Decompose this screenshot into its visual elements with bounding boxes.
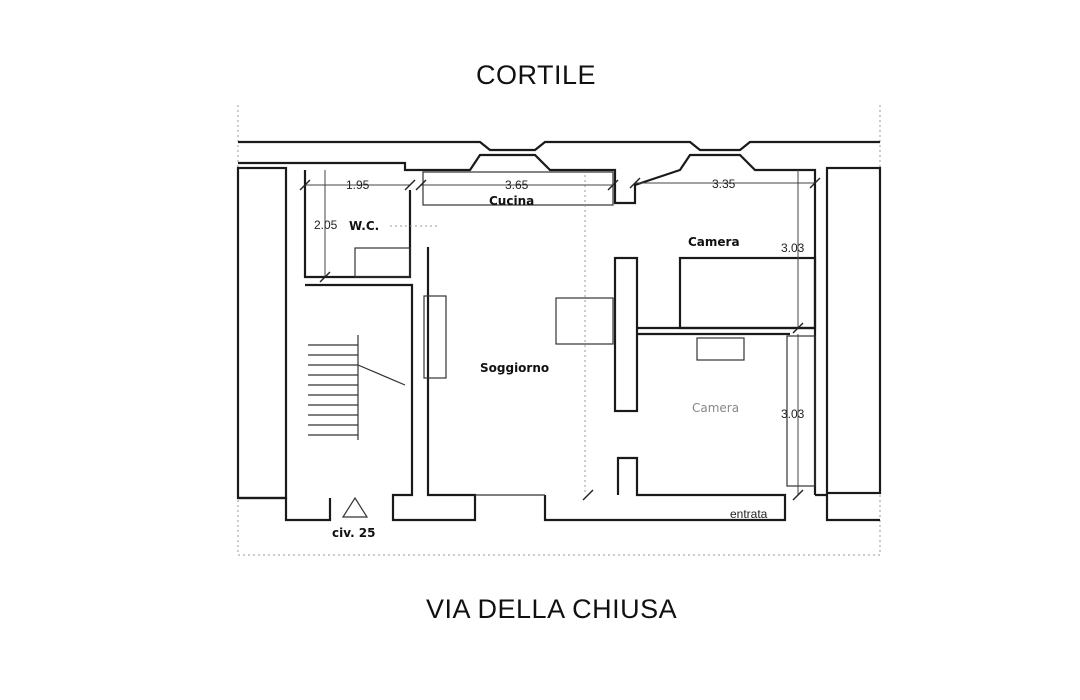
top-wall-outer bbox=[238, 140, 880, 152]
bedroom-desk bbox=[696, 337, 745, 361]
bottom-wall-far bbox=[815, 493, 880, 522]
neighbour-right bbox=[825, 166, 882, 495]
wc-fixture bbox=[354, 247, 411, 278]
living-cabinet bbox=[423, 295, 447, 379]
bedroom-top-bed bbox=[678, 256, 817, 330]
entrance-marker-icon bbox=[341, 496, 369, 518]
dim-bedroom-top-depth: 3.03 bbox=[781, 241, 805, 255]
living-table bbox=[555, 297, 614, 345]
kitchen-counter bbox=[422, 171, 614, 206]
dim-wc-depth: 2.05 bbox=[314, 218, 338, 232]
neighbour-left bbox=[236, 166, 288, 500]
room-bedroom-bottom: Camera bbox=[692, 401, 739, 415]
dim-kitchen-width: 3.65 bbox=[505, 178, 529, 192]
stair-treads bbox=[308, 335, 406, 440]
room-kitchen: Cucina bbox=[489, 194, 534, 208]
room-bedroom-top: Camera bbox=[688, 235, 740, 249]
civic-number: civ. 25 bbox=[332, 526, 376, 540]
bedroom-wardrobe bbox=[786, 335, 816, 487]
entrance-label: entrata bbox=[730, 507, 768, 521]
room-wc: W.C. bbox=[349, 219, 379, 233]
central-pier bbox=[613, 256, 639, 413]
bottom-wall-right bbox=[543, 456, 787, 522]
dim-bedroom-bottom-depth: 3.03 bbox=[781, 407, 805, 421]
top-wall-inner bbox=[238, 153, 817, 495]
dim-bedroom-width: 3.35 bbox=[712, 177, 736, 191]
stair-walls bbox=[305, 247, 477, 522]
courtyard-label: CORTILE bbox=[476, 60, 597, 90]
bottom-wall bbox=[238, 496, 332, 522]
dim-wc-width: 1.95 bbox=[346, 178, 370, 192]
dim-ticks bbox=[299, 177, 821, 501]
room-living: Soggiorno bbox=[480, 361, 549, 375]
street-label: VIA DELLA CHIUSA bbox=[426, 594, 678, 624]
